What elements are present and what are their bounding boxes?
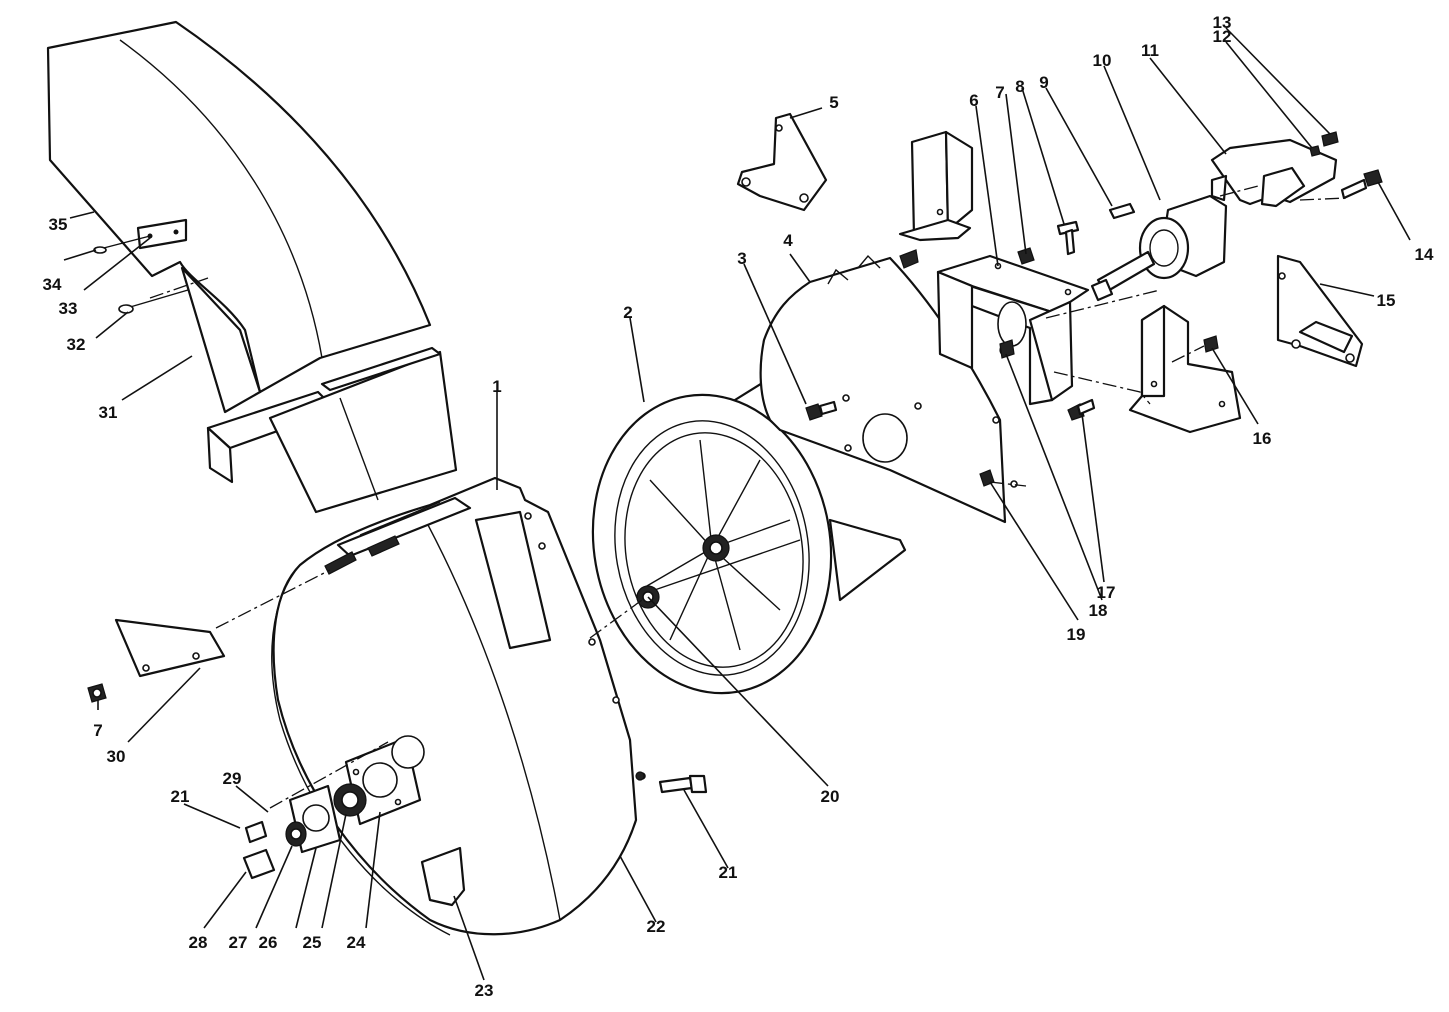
callout-4: 4: [783, 231, 793, 250]
hardware: [999, 131, 1383, 421]
callout-30: 30: [107, 747, 126, 766]
callout-31: 31: [99, 403, 118, 422]
housing-side-bracket: [87, 569, 331, 703]
back-plate: [759, 249, 1018, 524]
callout-18: 18: [1089, 601, 1108, 620]
housing-bolt: [635, 771, 708, 794]
callout-labels: 1 2 3 4 5 6 7 8 9 10 11 12 13 14 15 16 1…: [43, 13, 1434, 1000]
callout-2: 2: [623, 303, 632, 322]
upper-left-bracket: [898, 130, 974, 242]
callout-8: 8: [1015, 77, 1024, 96]
callout-22: 22: [647, 917, 666, 936]
callout-19: 19: [1067, 625, 1086, 644]
callout-1: 1: [492, 377, 501, 396]
chute-deflector: [206, 346, 458, 514]
callout-7-left: 7: [93, 721, 102, 740]
pins: [93, 235, 209, 314]
callout-5: 5: [829, 93, 838, 112]
callout-16: 16: [1253, 429, 1272, 448]
callout-35: 35: [49, 215, 68, 234]
callout-24: 24: [347, 933, 366, 952]
back-plate-bolt: [805, 400, 838, 421]
motor: [1090, 194, 1228, 302]
callout-28: 28: [189, 933, 208, 952]
support-bracket-15: [1276, 254, 1364, 368]
phantom-lines: [989, 185, 1347, 487]
callout-21-left: 21: [171, 787, 190, 806]
callout-9: 9: [1039, 73, 1048, 92]
callout-29: 29: [223, 769, 242, 788]
callout-27: 27: [229, 933, 248, 952]
fan-housing: [271, 476, 646, 936]
callout-10: 10: [1093, 51, 1112, 70]
callout-3: 3: [737, 249, 746, 268]
callout-26: 26: [259, 933, 278, 952]
callout-11: 11: [1141, 41, 1159, 60]
callout-20: 20: [821, 787, 840, 806]
callout-25: 25: [303, 933, 322, 952]
leader-lines: [63, 27, 1411, 981]
callout-17: 17: [1097, 583, 1116, 602]
lower-right-bracket: [1128, 304, 1242, 434]
callout-12: 12: [1213, 27, 1232, 46]
callout-15: 15: [1377, 291, 1396, 310]
callout-14: 14: [1415, 245, 1434, 264]
housing-inlet-flange: [336, 496, 472, 558]
callout-23: 23: [475, 981, 494, 1000]
callout-33: 33: [59, 299, 78, 318]
callout-34: 34: [43, 275, 62, 294]
motor-mount-bracket: [936, 254, 1090, 406]
bearing-assembly: [242, 735, 425, 880]
callout-7-top: 7: [995, 83, 1004, 102]
support-bracket-5: [736, 112, 828, 212]
motor-cover: [1210, 138, 1338, 208]
callout-32: 32: [67, 335, 86, 354]
discharge-chute: [46, 20, 432, 414]
callout-21-right: 21: [719, 863, 738, 882]
callout-13: 13: [1213, 13, 1232, 32]
callout-6: 6: [969, 91, 978, 110]
